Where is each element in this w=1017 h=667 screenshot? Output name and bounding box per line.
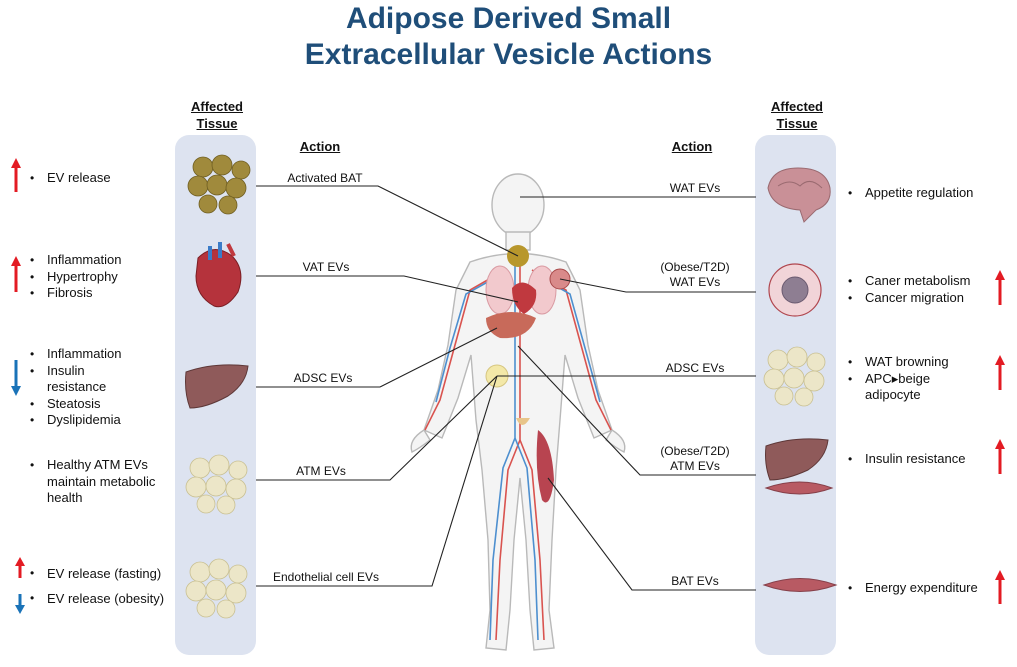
effect-item: EV release (obesity)	[27, 586, 177, 611]
effect-item: Energy expenditure	[845, 580, 995, 597]
effects-list-browning: WAT browning APC▸beige adipocyte	[845, 354, 980, 404]
title-line-1: Adipose Derived Small	[345, 2, 672, 35]
right-arrows	[995, 270, 1005, 604]
right-action-header: Action	[671, 139, 713, 154]
brain-icon	[767, 167, 831, 223]
effect-item: Insulin resistance	[27, 363, 147, 396]
action-label-activated-bat: Activated BAT	[287, 171, 363, 185]
action-label-obese-wat-evs: (Obese/T2D)WAT EVs	[660, 260, 730, 289]
effects-list-energy: Energy expenditure	[845, 580, 995, 597]
muscle-icon	[762, 578, 838, 592]
effects-list-liver: Inflammation Insulin resistance Steatosi…	[27, 346, 147, 429]
human-body-figure	[410, 173, 626, 651]
effect-item: Cancer migration	[845, 290, 995, 307]
effects-list-insulin: Insulin resistance	[845, 451, 995, 468]
arrow-down-icon	[11, 360, 21, 396]
effects-list-atm: Healthy ATM EVs maintain metabolic healt…	[27, 457, 177, 507]
arrow-up-icon	[995, 270, 1005, 305]
effect-item: EV release	[27, 170, 167, 187]
action-label-adsc-evs: ADSC EVs	[293, 371, 353, 385]
title-line-2: Extracellular Vesicle Actions	[304, 38, 713, 71]
heart-icon	[195, 242, 242, 308]
effects-list-heart: Inflammation Hypertrophy Fibrosis	[27, 252, 167, 302]
white-fat-icon	[185, 454, 248, 515]
effect-item: Insulin resistance	[845, 451, 995, 468]
effect-item: Inflammation	[27, 346, 147, 363]
liver-and-muscle-icon	[764, 438, 834, 495]
effect-item: Fibrosis	[27, 285, 167, 302]
effect-item: Caner metabolism	[845, 273, 995, 290]
effects-list-tumor: Caner metabolism Cancer migration	[845, 273, 995, 306]
effect-item: Inflammation	[27, 252, 167, 269]
arrow-up-icon	[995, 439, 1005, 474]
effects-list-bat: EV release	[27, 170, 167, 187]
effects-list-endothelial: EV release (fasting) EV release (obesity…	[27, 561, 177, 611]
effect-item: APC▸beige adipocyte	[845, 371, 980, 404]
arrow-up-icon	[11, 158, 21, 192]
effect-item: EV release (fasting)	[27, 561, 177, 586]
effects-list-brain: Appetite regulation	[845, 185, 995, 202]
effect-item: Dyslipidemia	[27, 412, 147, 429]
action-label-obese-atm-evs: (Obese/T2D)ATM EVs	[660, 444, 730, 473]
action-label-endothelial-evs: Endothelial cell EVs	[272, 570, 380, 584]
connector-lines	[256, 185, 756, 591]
effect-item: WAT browning	[845, 354, 980, 371]
arrow-down-icon	[15, 594, 25, 614]
arrow-up-icon	[995, 355, 1005, 390]
effect-item: Hypertrophy	[27, 269, 167, 286]
effect-item: Healthy ATM EVs maintain metabolic healt…	[27, 457, 177, 507]
left-action-header: Action	[299, 139, 341, 154]
arrow-up-icon	[995, 570, 1005, 604]
action-label-bat-evs: BAT EVs	[671, 574, 719, 588]
effect-item: Appetite regulation	[845, 185, 995, 202]
effect-item: Steatosis	[27, 396, 147, 413]
action-label-vat-evs: VAT EVs	[302, 260, 350, 274]
arrow-up-icon	[15, 557, 25, 578]
action-label-adsc-evs-right: ADSC EVs	[665, 361, 725, 375]
arrow-up-icon	[11, 256, 21, 292]
left-arrows	[11, 158, 25, 614]
white-fat-icon-right	[763, 346, 826, 407]
white-fat-icon-2	[185, 558, 248, 619]
action-label-atm-evs: ATM EVs	[296, 464, 346, 478]
action-label-wat-evs: WAT EVs	[669, 181, 721, 195]
body-organs	[485, 245, 571, 503]
liver-icon	[185, 364, 249, 409]
tumor-icon	[768, 263, 822, 317]
brown-fat-icon	[187, 154, 251, 215]
